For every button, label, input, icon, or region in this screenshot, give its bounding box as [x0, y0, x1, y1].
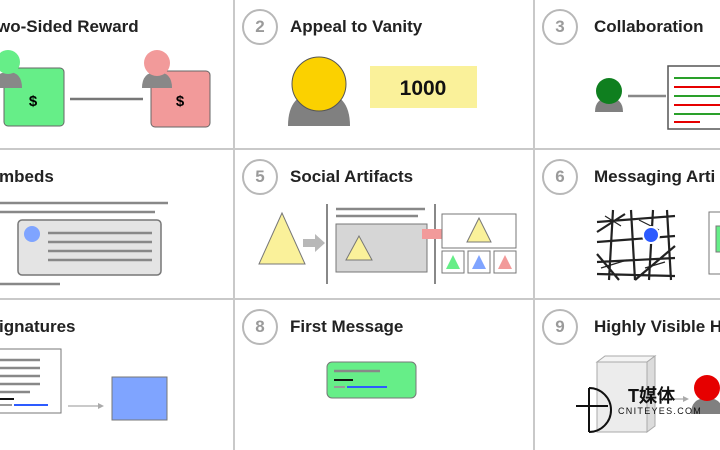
- artifact-triangle: [258, 211, 306, 265]
- embeds-illustration: [0, 201, 168, 286]
- cell-two-sided-reward: wo-Sided Reward $ $: [0, 0, 233, 148]
- signatures-illustration: [0, 348, 168, 421]
- map-thumbnail: [596, 209, 676, 281]
- step-number-badge: 5: [242, 159, 278, 195]
- first-message-illustration: [326, 361, 417, 399]
- social-artifacts-illustration: [258, 204, 517, 284]
- embedded-card: [17, 219, 162, 276]
- location-pin-icon: [642, 226, 660, 244]
- message-card: [708, 211, 720, 275]
- gray-arrow: [303, 234, 325, 252]
- shared-document: [667, 65, 720, 130]
- cell-title: Messaging Arti: [594, 167, 716, 186]
- two-sided-reward-illustration: $ $: [0, 50, 211, 128]
- step-number-badge: 8: [242, 309, 278, 345]
- hardware-box: [595, 355, 657, 433]
- score-value: 1000: [400, 77, 447, 100]
- step-number-badge: 9: [542, 309, 578, 345]
- cell-title: Appeal to Vanity: [290, 17, 423, 36]
- dark-green-user-icon: [595, 78, 623, 112]
- watermark-logo-mark: [576, 387, 612, 433]
- highly-visible-hardware-illustration: [595, 355, 720, 433]
- green-dollar-sign: $: [29, 93, 38, 110]
- cell-title: Collaboration: [594, 17, 704, 36]
- messaging-artifacts-illustration: [596, 209, 720, 281]
- cell-embeds: mbeds: [0, 150, 233, 298]
- cell-title: First Message: [290, 317, 404, 336]
- step-number-badge: 6: [542, 159, 578, 195]
- cell-social-artifacts: 5 Social Artifacts: [235, 150, 533, 298]
- cell-title: mbeds: [0, 167, 54, 186]
- yellow-user-icon: [288, 56, 350, 126]
- red-dollar-sign: $: [176, 93, 185, 110]
- cell-title: Social Artifacts: [290, 167, 414, 186]
- score-box: [370, 66, 477, 108]
- email-document: [0, 348, 62, 414]
- cell-messaging-artifacts: 6 Messaging Arti: [535, 150, 720, 298]
- cell-title: wo-Sided Reward: [0, 17, 139, 36]
- step-number-badge: 2: [242, 9, 278, 45]
- cell-appeal-to-vanity: 2 Appeal to Vanity 1000: [235, 0, 533, 148]
- red-user-icon: [142, 50, 172, 88]
- cell-collaboration: 3 Collaboration: [535, 0, 720, 148]
- cell-first-message: 8 First Message: [235, 300, 533, 450]
- blue-destination-box: [111, 376, 168, 421]
- cell-title: ignatures: [0, 317, 76, 336]
- cell-signatures: ignatures: [0, 300, 233, 450]
- appeal-to-vanity-illustration: 1000: [288, 56, 477, 126]
- green-user-icon: [0, 50, 22, 88]
- watermark-logo: T媒体 CNITEYES.COM: [568, 380, 718, 442]
- shared-post-card: [335, 223, 428, 273]
- step-number-badge: 3: [542, 9, 578, 45]
- cell-highly-visible-hardware: 9 Highly Visible H: [535, 300, 720, 450]
- watermark-url: CNITEYES.COM: [618, 406, 703, 416]
- collaboration-illustration: [595, 65, 720, 130]
- watermark-brand: T媒体: [628, 386, 675, 406]
- embed-avatar: [24, 226, 40, 242]
- cell-title: Highly Visible H: [594, 317, 720, 336]
- red-user-icon: [691, 375, 720, 414]
